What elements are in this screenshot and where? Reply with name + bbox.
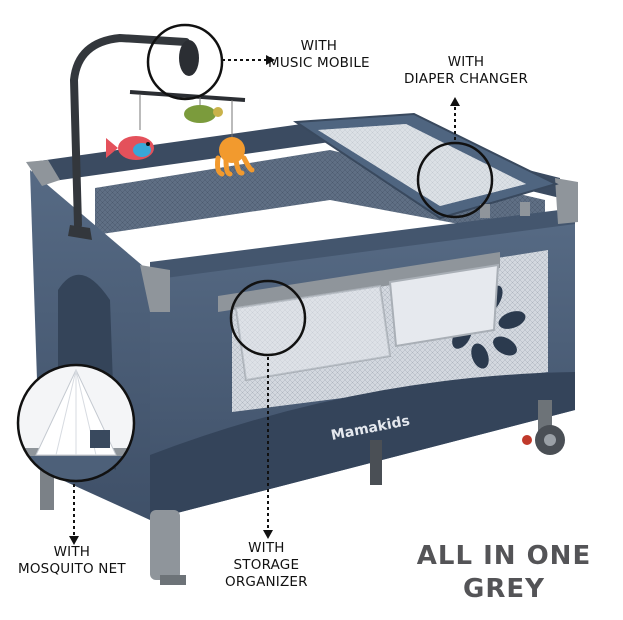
mobile-motor-icon xyxy=(179,40,199,76)
callout-line: WITH xyxy=(447,54,485,70)
headline-line-1: ALL IN ONE xyxy=(416,541,592,571)
callout-line: ORGANIZER xyxy=(225,573,308,590)
diaper-changer xyxy=(292,112,559,220)
mobile-highlight-circle xyxy=(146,23,224,101)
mosquito-net-inset xyxy=(16,363,136,483)
headline: ALL IN ONE GREY xyxy=(399,540,609,607)
mosquito-highlight-circle xyxy=(16,363,136,483)
corner-post xyxy=(140,265,170,312)
leg-center xyxy=(370,440,382,485)
callout-line: DIAPER CHANGER xyxy=(404,70,529,87)
callout-diaper-changer: WITH DIAPER CHANGER xyxy=(404,54,528,88)
storage-highlight-circle xyxy=(229,279,307,357)
octopus-toy-icon xyxy=(215,137,255,177)
music-mobile xyxy=(68,23,255,240)
callout-mosquito-net: WITH MOSQUITO NET xyxy=(18,544,126,578)
callout-line: MUSIC MOBILE xyxy=(268,54,370,71)
callout-line: STORAGE xyxy=(233,556,300,573)
leg-front-left xyxy=(150,510,180,580)
headline-line-2: GREY xyxy=(463,574,545,605)
turtle-toy-icon xyxy=(184,105,223,123)
callout-line: MOSQUITO NET xyxy=(18,560,126,577)
callout-line: WITH xyxy=(300,38,338,54)
fish-toy-icon xyxy=(106,136,154,160)
callout-line: WITH xyxy=(248,540,285,556)
storage-organizer xyxy=(218,252,500,382)
leader-arrows xyxy=(69,55,460,545)
callout-line: WITH xyxy=(53,544,91,560)
diaper-highlight-circle xyxy=(416,141,494,219)
callout-music-mobile: WITH MUSIC MOBILE xyxy=(268,38,370,72)
callout-storage-organizer: WITH STORAGE ORGANIZER xyxy=(225,540,308,591)
